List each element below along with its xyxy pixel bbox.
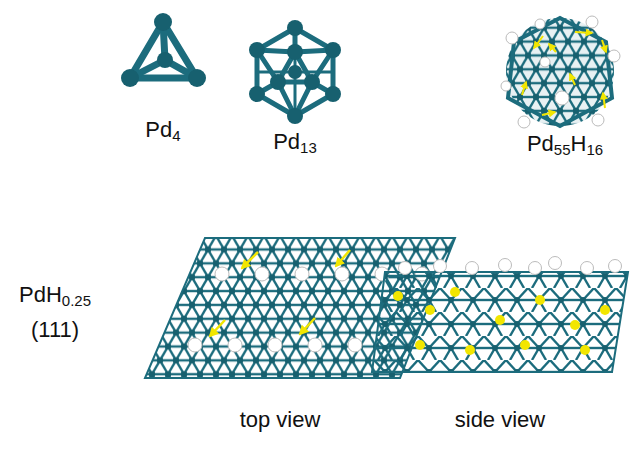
subscript: 4: [172, 127, 180, 144]
view-label: side view: [455, 408, 545, 432]
formula-label: PdH0.25: [19, 283, 91, 307]
view-label: top view: [240, 408, 321, 432]
pd13-atoms: [249, 20, 341, 124]
slab-side-view: [372, 257, 628, 373]
subscript: 55: [554, 141, 571, 158]
subscript: 16: [586, 141, 603, 158]
subscript: 0.25: [62, 292, 91, 309]
formula-label: Pd4: [145, 118, 180, 142]
pd4-atoms: [121, 13, 206, 87]
formula-label: Pd55H16: [527, 132, 603, 156]
pd55-cluster: [500, 14, 620, 134]
formula-label: Pd13: [273, 130, 317, 154]
pd13-bonds: [257, 28, 333, 116]
facet-label: (111): [31, 318, 79, 342]
subscript: 13: [300, 139, 317, 156]
